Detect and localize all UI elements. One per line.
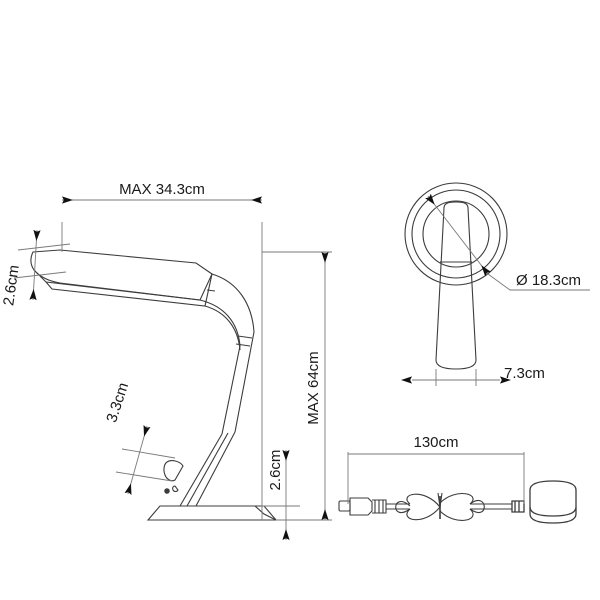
dim-head-thickness-label: 2.6cm [0,264,23,307]
dim-cable-length-label: 130cm [413,434,458,451]
side-view: MAX 34.3cm 2.6cm 3.3cm 2.6cm MAX 64cm [0,181,332,540]
shade-inner-circle [422,200,490,268]
dim-base-width-label: 7.3cm [504,365,545,382]
dim-base-thickness-label: 2.6cm [267,450,284,491]
dim-height-label: MAX 64cm [305,351,322,424]
lamp-head [30,249,213,307]
dim-shade-diameter-label: Ø 18.3cm [516,272,581,289]
dc-plug [338,497,387,516]
dim-reach-label: MAX 34.3cm [119,181,205,198]
cable-view: 130cm [338,434,577,524]
power-switch [163,460,184,482]
lamp-post [163,431,236,507]
shade-outer-circle [404,182,508,286]
dim-head-thickness: 2.6cm [0,229,71,307]
shade-circles [404,182,508,286]
dim-height: MAX 64cm [262,251,332,521]
shade-mid-circle [411,189,501,279]
dim-base-thickness: 2.6cm [262,450,300,540]
power-port [172,485,179,493]
dim-switch-height: 3.3cm [103,381,176,495]
dim-base-width: 7.3cm [401,365,545,386]
cable-cord [386,492,512,521]
front-view: Ø 18.3cm 7.3cm [401,182,590,386]
dim-switch-height-label: 3.3cm [103,381,132,425]
lamp-base [146,505,278,521]
dim-cable-length: 130cm [347,434,525,504]
indicator-dot [164,488,170,494]
power-adapter [511,480,577,524]
dim-reach: MAX 34.3cm [61,181,263,520]
dim-shade-diameter: Ø 18.3cm [425,193,590,291]
lamp-neck [199,273,255,435]
